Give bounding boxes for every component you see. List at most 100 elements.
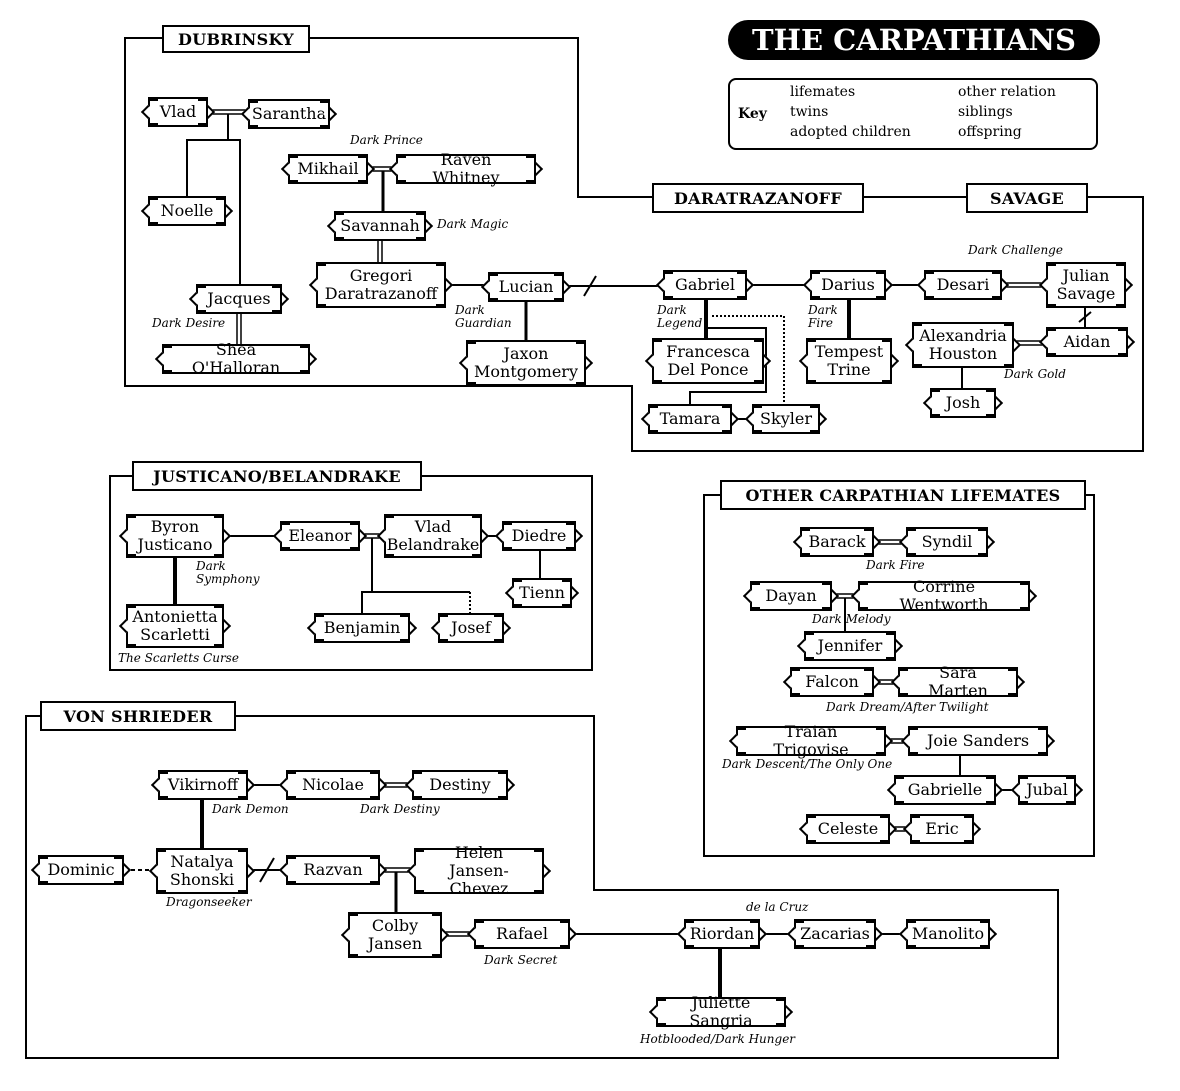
legend-key: Key lifemates twins adopted children oth… bbox=[728, 78, 1098, 150]
person-name: Vlad Belandrake bbox=[386, 517, 480, 554]
person-node: Tamara bbox=[640, 404, 740, 434]
book-title-annotation: Dark Legend bbox=[657, 303, 703, 330]
book-title-annotation: Dragonseeker bbox=[166, 895, 252, 909]
person-name: Rafael bbox=[496, 924, 548, 943]
key-adopted-children: adopted children bbox=[790, 124, 911, 140]
book-title-annotation: Dark Prince bbox=[350, 133, 423, 147]
person-name: Gregori Daratrazanoff bbox=[324, 266, 438, 303]
person-node: Mikhail bbox=[280, 154, 376, 184]
family-label-daratrazanoff: DARATRAZANOFF bbox=[652, 183, 864, 213]
person-name: Jacques bbox=[207, 289, 271, 308]
person-node: Vlad bbox=[140, 97, 216, 127]
person-node: Benjamin bbox=[306, 613, 418, 643]
family-label-savage: SAVAGE bbox=[966, 183, 1088, 213]
person-node: Natalya Shonski bbox=[148, 848, 256, 894]
person-node: Alexandria Houston bbox=[904, 322, 1022, 368]
person-name: Shea O'Halloran bbox=[191, 340, 281, 377]
vonshrieder-frame bbox=[25, 715, 1059, 1059]
person-node: Colby Jansen bbox=[340, 912, 450, 958]
person-node: Barack bbox=[792, 527, 882, 557]
person-node: Riordan bbox=[676, 919, 768, 949]
key-other-relation: other relation bbox=[958, 84, 1056, 100]
person-node: Eric bbox=[902, 814, 982, 844]
person-name: Traian Trigovise bbox=[773, 722, 849, 759]
person-name: Riordan bbox=[689, 924, 755, 943]
family-label-other-lifemates: OTHER CARPATHIAN LIFEMATES bbox=[720, 480, 1086, 510]
person-name: Zacarias bbox=[800, 924, 870, 943]
person-node: Francesca Del Ponce bbox=[644, 338, 772, 384]
person-name: Benjamin bbox=[323, 618, 401, 637]
person-name: Falcon bbox=[805, 672, 859, 691]
diagram-title: THE CARPATHIANS bbox=[728, 20, 1100, 60]
person-node: Raven Whitney bbox=[388, 150, 544, 187]
person-node: Noelle bbox=[140, 196, 234, 226]
person-node: Julian Savage bbox=[1038, 262, 1134, 308]
book-title-annotation: The Scarletts Curse bbox=[118, 651, 239, 665]
person-node: Savannah bbox=[326, 211, 434, 241]
person-name: Gabriel bbox=[675, 275, 735, 294]
person-node: Vikirnoff bbox=[150, 770, 256, 800]
person-node: Jennifer bbox=[796, 631, 904, 661]
person-name: Gabrielle bbox=[907, 780, 983, 799]
person-name: Lucian bbox=[498, 277, 554, 296]
person-node: Lucian bbox=[480, 272, 572, 302]
person-name: Josef bbox=[451, 618, 491, 637]
book-title-annotation: Dark Secret bbox=[484, 953, 558, 967]
person-name: Joie Sanders bbox=[926, 731, 1030, 750]
book-title-annotation: Dark Dream/After Twilight bbox=[826, 700, 989, 714]
book-title-annotation: Dark Magic bbox=[437, 217, 509, 231]
person-node: Byron Justicano bbox=[118, 514, 232, 558]
person-node: Razvan bbox=[278, 855, 388, 885]
person-node: Sara Marten bbox=[890, 664, 1026, 700]
person-name: Razvan bbox=[303, 860, 363, 879]
book-title-annotation: Dark Demon bbox=[212, 802, 289, 816]
book-title-annotation: Dark Guardian bbox=[455, 303, 512, 330]
person-node: Antonietta Scarletti bbox=[118, 604, 232, 648]
person-node: Eleanor bbox=[272, 521, 368, 551]
dubrinsky-frame bbox=[124, 37, 1144, 452]
person-node: Josef bbox=[430, 613, 512, 643]
person-node: Traian Trigovise bbox=[728, 722, 894, 759]
person-name: Aidan bbox=[1063, 332, 1111, 351]
person-node: Syndil bbox=[898, 527, 996, 557]
person-name: Desari bbox=[936, 275, 990, 294]
person-name: Savannah bbox=[340, 216, 420, 235]
person-node: Desari bbox=[916, 270, 1010, 300]
person-name: Colby Jansen bbox=[367, 916, 423, 953]
key-siblings: siblings bbox=[958, 104, 1013, 120]
book-title-annotation: Dark Desire bbox=[152, 316, 226, 330]
person-node: Sarantha bbox=[240, 99, 338, 129]
person-name: Juliette Sangria bbox=[689, 993, 753, 1030]
book-title-annotation: Dark Fire bbox=[808, 303, 838, 330]
person-node: Jubal bbox=[1010, 775, 1084, 805]
person-name: Diedre bbox=[511, 526, 567, 545]
person-node: Nicolae bbox=[278, 770, 388, 800]
person-node: Corrine Wentworth bbox=[850, 577, 1038, 614]
person-name: Vlad bbox=[159, 102, 197, 121]
person-name: Jennifer bbox=[817, 636, 883, 655]
person-node: Rafael bbox=[466, 919, 578, 949]
person-node: Gregori Daratrazanoff bbox=[308, 262, 454, 308]
person-node: Darius bbox=[802, 270, 894, 300]
person-name: Natalya Shonski bbox=[169, 852, 235, 889]
person-name: Raven Whitney bbox=[432, 150, 500, 187]
family-label-justicano: JUSTICANO/BELANDRAKE bbox=[132, 461, 422, 491]
person-node: Skyler bbox=[744, 404, 828, 434]
person-name: Skyler bbox=[760, 409, 812, 428]
person-name: Byron Justicano bbox=[137, 517, 213, 554]
person-node: Destiny bbox=[404, 770, 516, 800]
person-name: Syndil bbox=[921, 532, 973, 551]
book-title-annotation: Dark Destiny bbox=[360, 802, 440, 816]
key-label: Key bbox=[738, 106, 767, 122]
person-name: Francesca Del Ponce bbox=[666, 342, 750, 379]
person-name: Tamara bbox=[659, 409, 721, 428]
person-node: Gabrielle bbox=[886, 775, 1004, 805]
person-node: Celeste bbox=[798, 814, 898, 844]
person-node: Vlad Belandrake bbox=[376, 514, 490, 558]
family-label-vonshrieder: VON SHRIEDER bbox=[40, 701, 236, 731]
person-node: Aidan bbox=[1038, 327, 1136, 357]
book-title-annotation: Dark Melody bbox=[812, 612, 891, 626]
person-name: Corrine Wentworth bbox=[899, 577, 989, 614]
person-name: Dayan bbox=[765, 586, 817, 605]
person-name: Vikirnoff bbox=[167, 775, 239, 794]
